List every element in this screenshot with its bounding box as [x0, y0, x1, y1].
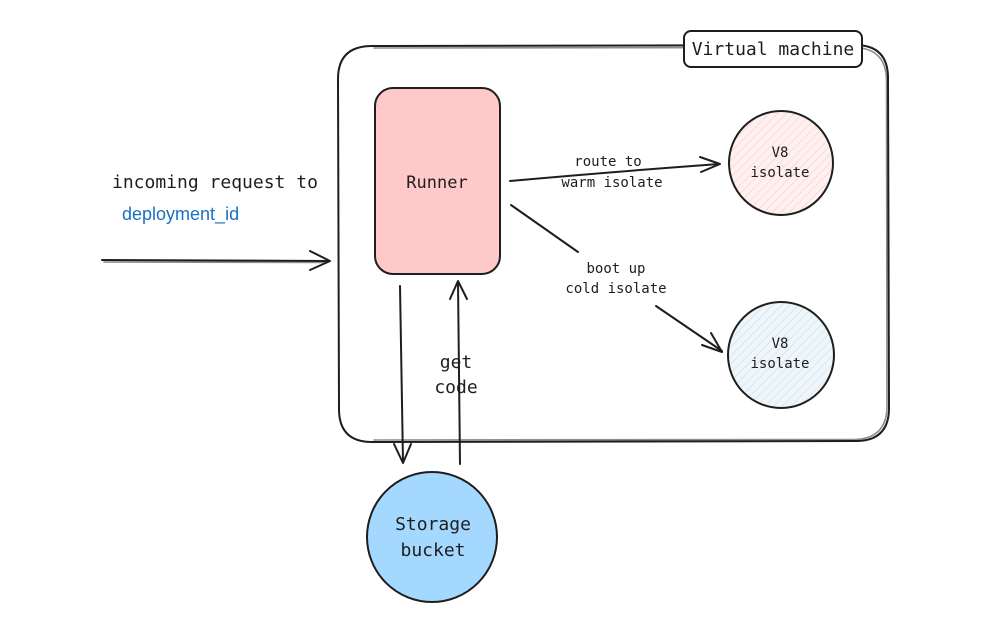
- warm-isolate-label-line2: isolate: [750, 165, 809, 181]
- incoming-request-annotation: incoming request to deployment_id: [112, 172, 318, 225]
- incoming-request-arrow: [101, 250, 331, 271]
- route-label-line1: route to: [574, 154, 641, 170]
- cold-isolate-label-line2: isolate: [750, 356, 809, 372]
- storage-label-line2: bucket: [400, 540, 465, 561]
- boot-label-line1: boot up: [586, 261, 645, 277]
- storage-bucket: Storage bucket: [366, 471, 498, 603]
- warm-v8-isolate: V8 isolate: [728, 110, 834, 216]
- virtual-machine-title: Virtual machine: [692, 39, 855, 60]
- route-label-line2: warm isolate: [561, 175, 662, 191]
- incoming-request-text: incoming request to: [112, 172, 318, 193]
- runner-to-storage-arrow: [393, 285, 412, 464]
- runner-box: Runner: [374, 87, 501, 275]
- virtual-machine-container: [337, 44, 890, 443]
- route-warm-arrow: route to warm isolate: [509, 154, 721, 191]
- boot-cold-arrow: boot up cold isolate: [510, 204, 723, 353]
- storage-label-line1: Storage: [395, 514, 471, 535]
- boot-label-line2: cold isolate: [565, 281, 666, 297]
- storage-to-runner-arrow: get code: [434, 280, 478, 465]
- get-code-label-line2: code: [434, 377, 477, 398]
- cold-isolate-label-line1: V8: [772, 336, 789, 352]
- warm-isolate-label-line1: V8: [772, 145, 789, 161]
- get-code-label-line1: get: [440, 352, 473, 373]
- runner-label: Runner: [406, 173, 467, 193]
- cold-v8-isolate: V8 isolate: [727, 301, 835, 409]
- deployment-id-text: deployment_id: [122, 204, 239, 225]
- virtual-machine-label: Virtual machine: [683, 30, 863, 68]
